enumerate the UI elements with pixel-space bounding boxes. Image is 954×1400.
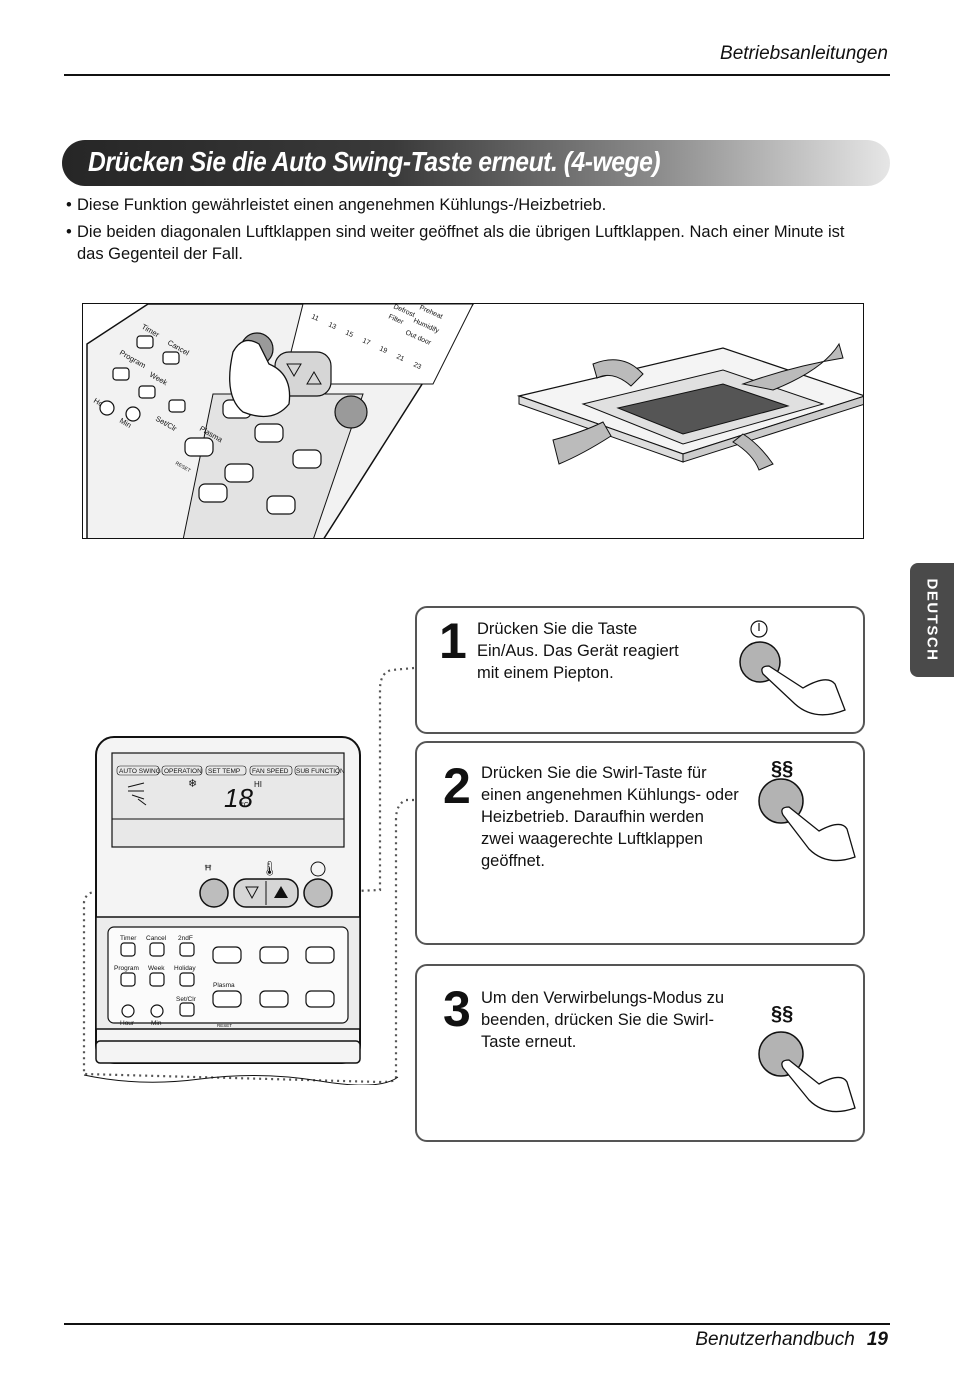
holiday-button[interactable] — [179, 972, 195, 987]
lcd-number: 13 — [327, 321, 337, 331]
display-label: OPERATION — [164, 768, 202, 775]
2ndf-button[interactable] — [179, 942, 195, 957]
btn-label: Cancel — [146, 935, 167, 942]
swirl-button[interactable] — [199, 878, 229, 908]
hour-button[interactable] — [121, 1004, 135, 1018]
btn-label: Timer — [120, 935, 137, 942]
auto-clean-button[interactable] — [305, 990, 335, 1008]
cancel-button[interactable] — [149, 942, 165, 957]
step-line: Ein/Aus. Das Gerät reagiert — [477, 642, 679, 660]
step-number: 3 — [443, 981, 471, 1037]
step-line: beenden, drücken Sie die Swirl- — [481, 1011, 714, 1029]
header-title: Betriebsanleitungen — [720, 43, 888, 64]
temperature-unit: °C — [241, 801, 249, 809]
btn-label: Set/Clr — [176, 996, 197, 1003]
timer-button[interactable] — [120, 942, 136, 957]
step-1: 1 Drücken Sie die Taste Ein/Aus. Das Ger… — [415, 606, 865, 734]
thermometer-icon: 🌡 — [261, 860, 279, 876]
temperature-value: 18 — [224, 783, 253, 813]
swirl-icon: §§ — [771, 1003, 793, 1025]
btn-label: Min — [151, 1020, 162, 1027]
lcd-number: 17 — [361, 337, 371, 347]
display-label: AUTO SWING — [119, 768, 161, 775]
step-text: Um den Verwirbelungs-Modus zu beenden, d… — [481, 987, 724, 1053]
language-tab[interactable]: DEUTSCH — [910, 563, 954, 677]
lcd-number: 15 — [344, 329, 354, 339]
step-2: 2 Drücken Sie die Swirl-Taste für einen … — [415, 741, 865, 945]
step-text: Drücken Sie die Swirl-Taste für einen an… — [481, 762, 739, 872]
step-line: einen angenehmen Kühlungs- oder — [481, 786, 739, 804]
hand-icon — [781, 1059, 856, 1113]
hand-icon — [761, 665, 846, 716]
bullet-list: Diese Funktion gewährleistet einen angen… — [66, 194, 866, 270]
mode-button[interactable] — [305, 946, 335, 964]
btn-label: Week — [148, 965, 165, 972]
hand-icon — [781, 806, 856, 862]
lcd-number: 19 — [378, 345, 388, 355]
lcd-number: 21 — [395, 353, 405, 363]
remote-and-cassette-illustration: 11 13 15 17 19 21 23 Filter Defrost Preh… — [86, 304, 863, 538]
btn-label: Program — [114, 965, 139, 972]
btn-label: Holiday — [174, 965, 196, 972]
step-line: Heizbetrieb. Daraufhin werden — [481, 808, 704, 826]
step-number: 1 — [439, 613, 467, 669]
program-button[interactable] — [120, 972, 136, 987]
remote-control: AUTO SWING OPERATION SET TEMP FAN SPEED … — [80, 735, 400, 1086]
step-line: Drücken Sie die Swirl-Taste für — [481, 764, 707, 782]
step-line: zwei waagerechte Luftklappen — [481, 830, 703, 848]
swing-icon — [127, 782, 147, 806]
step-line: Taste erneut. — [481, 1033, 577, 1051]
fan-speed-label: HI — [254, 780, 262, 789]
swirl-button-illustration: §§ — [758, 1003, 856, 1113]
btn-label: 2ndF — [178, 935, 193, 942]
swirl-icon: §§ — [771, 758, 793, 780]
display-label: FAN SPEED — [252, 768, 289, 775]
lcd-number: 11 — [310, 313, 320, 322]
btn-label: Plasma — [213, 982, 235, 989]
step-3: 3 Um den Verwirbelungs-Modus zu beenden,… — [415, 964, 865, 1142]
power-button-illustration — [739, 620, 846, 716]
set-clr-button[interactable] — [179, 1002, 195, 1017]
swirl-button-illustration: §§ — [758, 758, 856, 862]
step-line: Um den Verwirbelungs-Modus zu — [481, 989, 725, 1007]
power-icon — [310, 861, 326, 877]
step-line: geöffnet. — [481, 852, 545, 870]
btn-label: RESET — [217, 1023, 232, 1028]
min-button[interactable] — [150, 1004, 164, 1018]
section-title: Drücken Sie die Auto Swing-Taste erneut.… — [88, 146, 661, 177]
fan-speed-button[interactable] — [212, 946, 242, 964]
step-line: Drücken Sie die Taste — [477, 620, 638, 638]
power-icon — [750, 620, 768, 638]
power-button[interactable] — [303, 878, 333, 908]
step-text: Drücken Sie die Taste Ein/Aus. Das Gerät… — [477, 618, 679, 684]
page-number: 19 — [866, 1329, 888, 1350]
snowflake-icon: ❄ — [188, 778, 197, 790]
swirl-icon: ꟸ — [204, 862, 212, 878]
footer-rule — [64, 1323, 890, 1325]
step-number: 2 — [443, 758, 471, 814]
remote-control-drawing: AUTO SWING OPERATION SET TEMP FAN SPEED … — [83, 736, 399, 1086]
bullet-item: Diese Funktion gewährleistet einen angen… — [66, 194, 866, 216]
lcd-number: 23 — [412, 361, 422, 371]
display-label: SET TEMP — [208, 768, 240, 775]
display-label: SUB FUNCTION — [296, 768, 345, 775]
illustration-box: 11 13 15 17 19 21 23 Filter Defrost Preh… — [82, 303, 864, 539]
home-leave-button[interactable] — [259, 990, 289, 1008]
bullet-item: Die beiden diagonalen Luftklappen sind w… — [66, 221, 866, 265]
footer-manual-title: Benutzerhandbuch — [695, 1329, 855, 1350]
vent-button[interactable] — [259, 946, 289, 964]
week-button[interactable] — [149, 972, 165, 987]
footer: Benutzerhandbuch 19 — [695, 1329, 888, 1351]
btn-label: Hour — [120, 1020, 135, 1027]
step-line: mit einem Piepton. — [477, 664, 614, 682]
plasma-button[interactable] — [212, 990, 242, 1008]
header-rule — [64, 74, 890, 76]
section-banner: Drücken Sie die Auto Swing-Taste erneut.… — [62, 140, 890, 186]
